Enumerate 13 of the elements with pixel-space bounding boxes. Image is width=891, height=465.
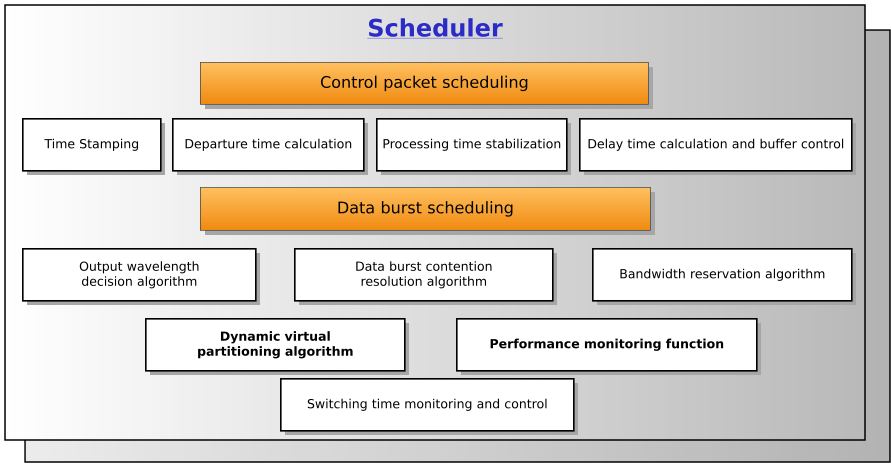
process-box: Delay time calculation and buffer control — [579, 118, 856, 175]
section-heading-box: Control packet scheduling — [200, 62, 653, 109]
process-box: Bandwidth reservation algorithm — [592, 248, 856, 305]
process-box: Output wavelength decision algorithm — [22, 248, 260, 305]
process-box: Departure time calculation — [172, 118, 368, 175]
process-box: Time Stamping — [22, 118, 165, 175]
process-box: Data burst contention resolution algorithm — [294, 248, 557, 305]
title: Scheduler — [367, 18, 503, 38]
process-box: Dynamic virtual partitioning algorithm — [145, 318, 409, 375]
process-box: Processing time stabilization — [376, 118, 571, 175]
process-box: Performance monitoring function — [456, 318, 761, 375]
process-box: Switching time monitoring and control — [280, 378, 578, 435]
section-heading-box: Data burst scheduling — [200, 187, 655, 235]
